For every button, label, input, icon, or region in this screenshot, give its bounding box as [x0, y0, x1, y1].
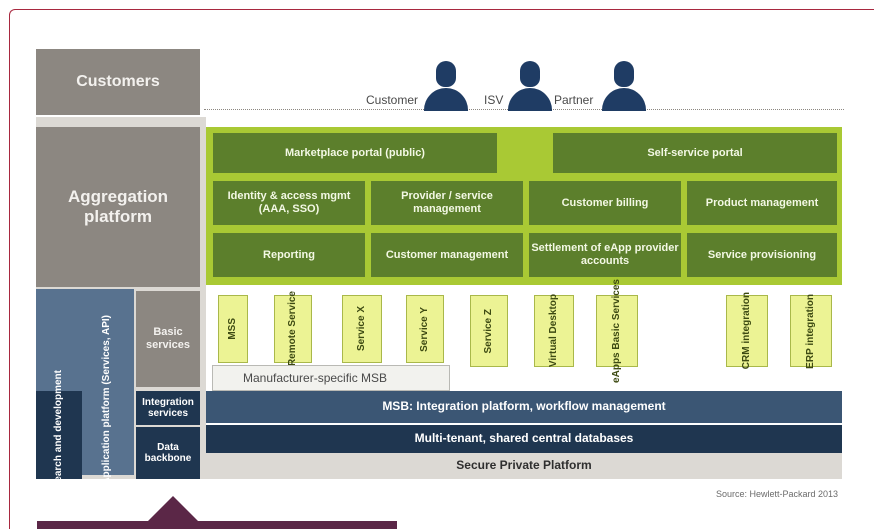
- person-icon: [602, 61, 646, 111]
- callout-arrow: [147, 496, 199, 522]
- service-eapps-basic: eApps Basic Services: [596, 279, 638, 383]
- architecture-diagram: Customers Customer ISV Partner Aggregati…: [36, 47, 848, 500]
- research-development-label: Research and development: [36, 370, 82, 500]
- source-note: Source: Hewlett-Packard 2013: [716, 489, 839, 499]
- application-platform-text: Application platform (Services, API): [80, 315, 134, 485]
- service-remote: Remote Service: [274, 291, 312, 367]
- integration-platform-bar: MSB: Integration platform, workflow mana…: [206, 391, 842, 423]
- module-settlement: Settlement of eApp provider accounts: [529, 233, 681, 277]
- module-product: Product management: [687, 181, 837, 225]
- module-customer-mgmt: Customer management: [371, 233, 523, 277]
- module-billing: Customer billing: [529, 181, 681, 225]
- module-reporting: Reporting: [213, 233, 365, 277]
- self-service-portal: Self-service portal: [553, 133, 837, 173]
- module-identity: Identity & access mgmt (AAA, SSO): [213, 181, 365, 225]
- data-backbone-label: Data backbone: [136, 427, 200, 479]
- service-virtual-desktop: Virtual Desktop: [534, 294, 574, 368]
- service-z: Service Z: [470, 295, 508, 367]
- person-icon: [508, 61, 552, 111]
- msb-label: Manufacturer-specific MSB: [243, 371, 388, 385]
- person-icon: [424, 61, 468, 111]
- actor-partner: Partner: [554, 57, 664, 113]
- content-frame: [9, 9, 874, 529]
- integration-services-label: Integration services: [136, 391, 200, 425]
- service-erp: ERP integration: [790, 294, 832, 368]
- secure-platform-bar: Secure Private Platform: [456, 458, 592, 473]
- actor-label: Customer: [366, 93, 419, 107]
- actor-label: ISV: [484, 93, 504, 107]
- actor-isv: ISV: [484, 57, 564, 113]
- basic-services-label: Basic services: [136, 291, 200, 387]
- module-provider: Provider / service management: [371, 181, 523, 225]
- actor-customer: Customer: [366, 57, 486, 113]
- service-crm: CRM integration: [726, 292, 768, 370]
- service-x: Service X: [342, 295, 382, 363]
- service-mss: MSS: [218, 295, 248, 363]
- actor-label: Partner: [554, 93, 594, 107]
- module-provisioning: Service provisioning: [687, 233, 837, 277]
- msb-box: Manufacturer-specific MSB: [212, 365, 450, 391]
- customers-label: Customers: [36, 49, 200, 115]
- callout-box: [37, 521, 397, 529]
- aggregation-label: Aggregation platform: [36, 127, 200, 287]
- service-y: Service Y: [406, 295, 444, 363]
- central-databases-bar: Multi-tenant, shared central databases: [206, 425, 842, 453]
- marketplace-portal: Marketplace portal (public): [213, 133, 497, 173]
